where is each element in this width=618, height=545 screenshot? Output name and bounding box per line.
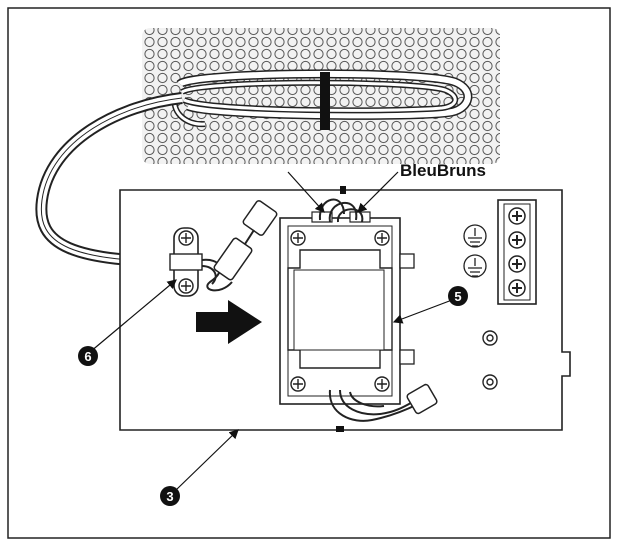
mounting-hole (482, 330, 498, 390)
callout-3: 3 (160, 429, 239, 506)
label-leaders (287, 171, 399, 213)
ground-symbol (463, 224, 487, 278)
wire-label: BleuBruns (400, 161, 486, 180)
clamp-wires (201, 258, 233, 292)
cable-tie (320, 72, 330, 130)
direction-arrow (196, 300, 262, 344)
coiled-wire (171, 69, 473, 128)
callout-6: 6 (78, 279, 177, 366)
cable-clamp (169, 227, 203, 297)
plug-connector (213, 200, 278, 281)
callout-6-number: 6 (84, 349, 91, 364)
bottom-connector (406, 383, 438, 415)
terminal-block (497, 199, 537, 305)
callout-5-number: 5 (454, 289, 461, 304)
top-wires (318, 198, 364, 223)
callout-5: 5 (392, 286, 468, 324)
bottom-wires (328, 389, 421, 422)
power-unit (279, 186, 415, 432)
callout-3-number: 3 (166, 489, 173, 504)
cable-loop (35, 92, 191, 268)
